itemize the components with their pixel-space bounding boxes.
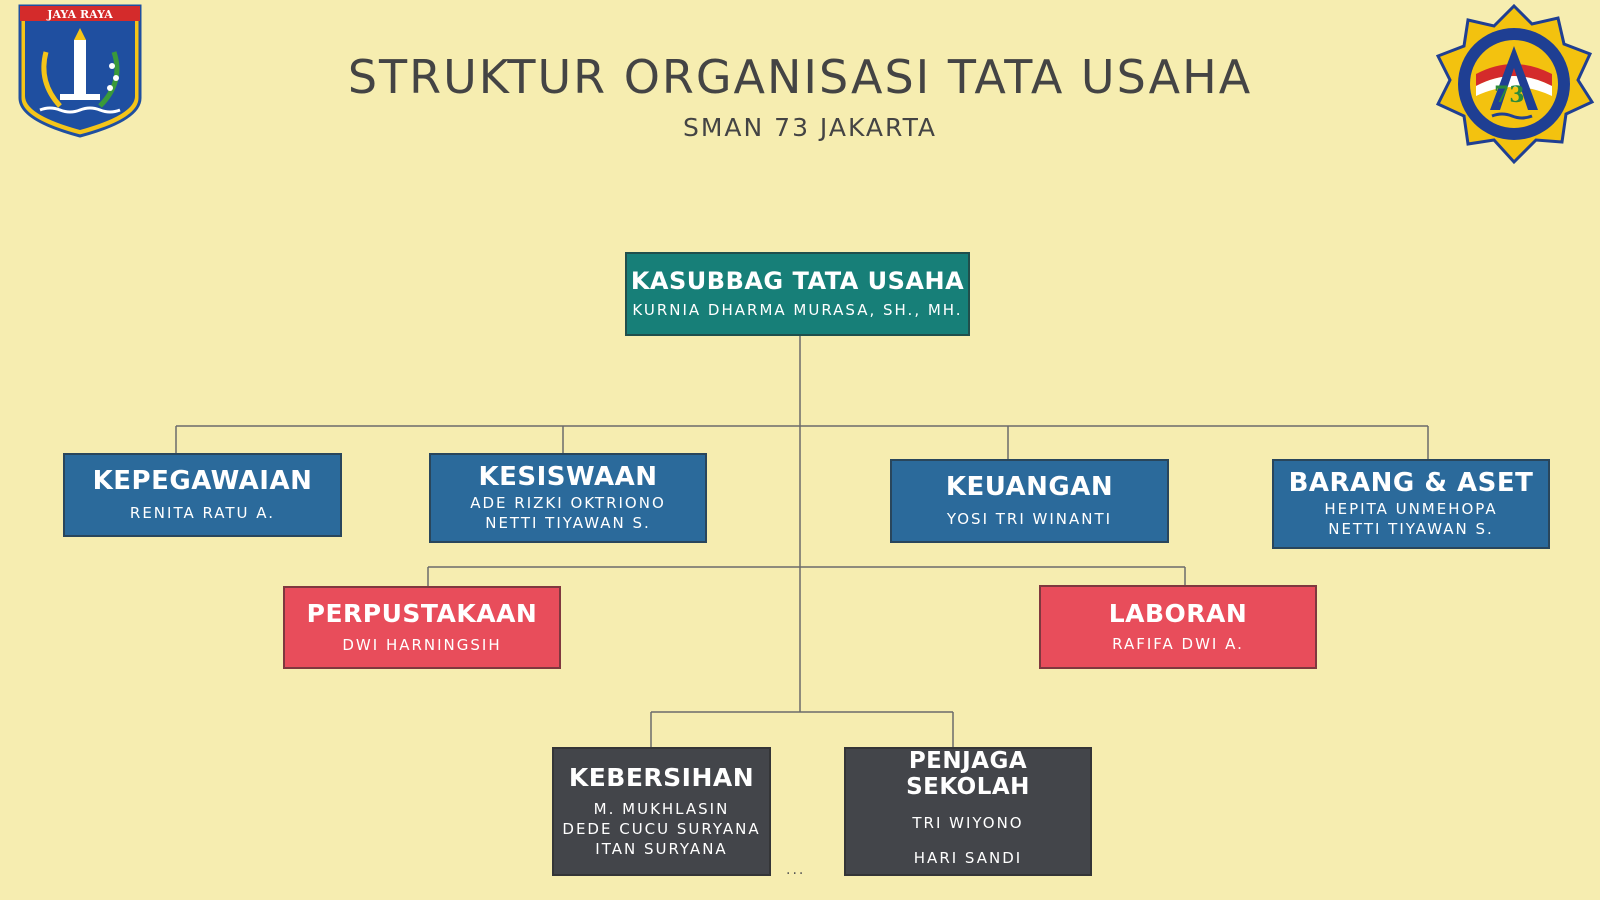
org-box-barang-aset: BARANG & ASET HEPITA UNMEHOPA NETTI TIYA…: [1272, 459, 1550, 549]
logo-left-text: JAYA RAYA: [46, 8, 113, 21]
jakarta-emblem-icon: JAYA RAYA: [18, 4, 142, 138]
org-box-name: HEPITA UNMEHOPA: [1324, 499, 1498, 518]
org-box-name: DWI HARNINGSIH: [342, 635, 502, 654]
more-indicator: ...: [786, 862, 806, 878]
org-box-kasubbag: KASUBBAG TATA USAHA KURNIA DHARMA MURASA…: [625, 252, 970, 336]
org-box-name: RAFIFA DWI A.: [1112, 635, 1244, 654]
org-box-kebersihan: KEBERSIHAN M. MUKHLASIN DEDE CUCU SURYAN…: [552, 747, 771, 876]
org-box-keuangan: KEUANGAN YOSI TRI WINANTI: [890, 459, 1169, 543]
org-box-title: KEUANGAN: [945, 471, 1114, 502]
org-box-title: BARANG & ASET: [1288, 467, 1534, 498]
org-box-name: DEDE CUCU SURYANA: [562, 819, 761, 838]
org-box-laboran: LABORAN RAFIFA DWI A.: [1039, 585, 1317, 669]
org-box-title: KESISWAAN: [478, 461, 658, 492]
org-box-name: ITAN SURYANA: [595, 840, 728, 858]
sman73-emblem-icon: 73: [1435, 3, 1595, 165]
org-box-name: NETTI TIYAWAN S.: [485, 513, 651, 532]
org-box-title: KEBERSIHAN: [568, 762, 755, 792]
org-box-name: ADE RIZKI OKTRIONO: [470, 493, 666, 512]
logo-right-number: 73: [1494, 82, 1525, 108]
org-box-title: PERPUSTAKAAN: [306, 599, 538, 628]
org-box-kepegawaian: KEPEGAWAIAN RENITA RATU A.: [63, 453, 342, 537]
org-box-name: YOSI TRI WINANTI: [946, 509, 1113, 528]
org-box-name: HARI SANDI: [913, 848, 1023, 867]
org-box-name: RENITA RATU A.: [129, 503, 276, 522]
org-box-penjaga-sekolah: PENJAGA SEKOLAH TRI WIYONO HARI SANDI: [844, 747, 1092, 876]
org-box-perpustakaan: PERPUSTAKAAN DWI HARNINGSIH: [283, 586, 561, 669]
org-box-title: KEPEGAWAIAN: [92, 465, 313, 496]
org-box-title: PENJAGA SEKOLAH: [906, 747, 1030, 800]
org-box-name: TRI WIYONO: [912, 814, 1024, 833]
org-box-title: LABORAN: [1108, 598, 1248, 628]
page-title: STRUKTUR ORGANISASI TATA USAHA: [347, 50, 1253, 104]
org-box-name: M. MUKHLASIN: [593, 799, 730, 818]
org-box-name: KURNIA DHARMA MURASA, SH., MH.: [632, 300, 963, 319]
org-box-title: KASUBBAG TATA USAHA: [630, 267, 965, 296]
org-box-name: NETTI TIYAWAN S.: [1328, 519, 1494, 538]
page-subtitle: SMAN 73 JAKARTA: [682, 113, 938, 142]
org-box-kesiswaan: KESISWAAN ADE RIZKI OKTRIONO NETTI TIYAW…: [429, 453, 707, 543]
